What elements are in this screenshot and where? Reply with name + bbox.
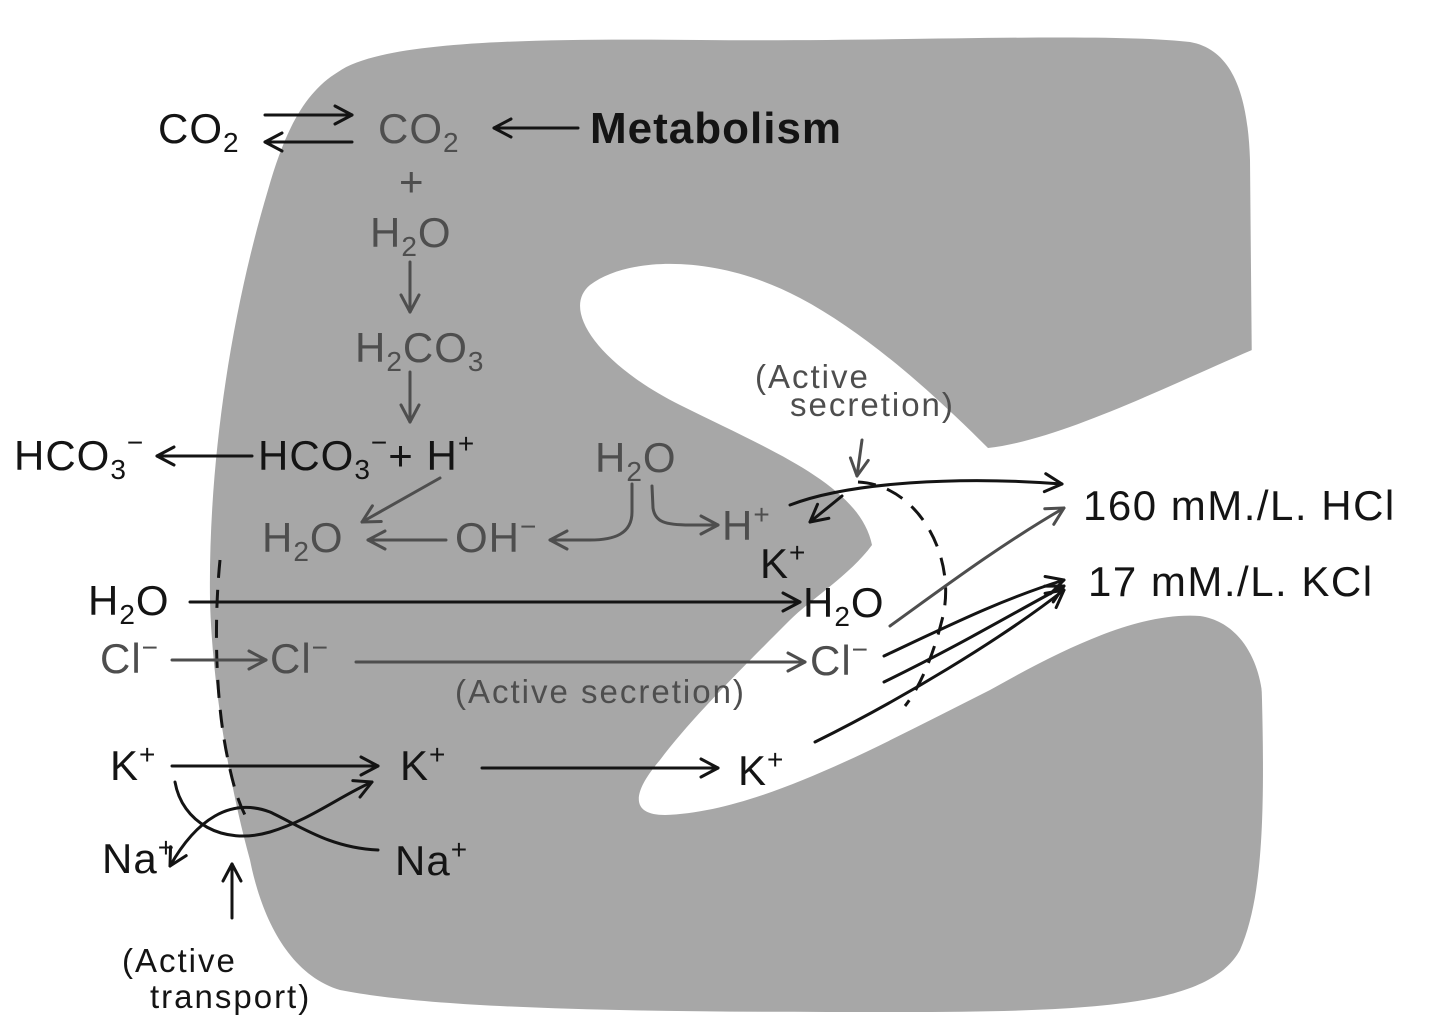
label-k-reabsorbed-base: K [760, 540, 789, 587]
label-co2-outside: CO2 [158, 105, 240, 158]
label-h2o-lumen-h: H [803, 579, 834, 626]
label-h2o-outside-sub: 2 [119, 599, 136, 630]
label-k-cell: K+ [400, 739, 446, 789]
label-co2-cell-sub: 2 [443, 127, 460, 158]
label-cl-outside-base: Cl [100, 635, 142, 682]
label-co2-cell: CO2 [378, 105, 460, 158]
label-h2co3-sub: 2 [386, 346, 403, 377]
label-na-outside-sup: + [158, 832, 175, 863]
label-metabolism: Metabolism [590, 104, 842, 153]
arrow-cl-to-output [882, 574, 1066, 658]
label-h2o-neutralized-sub: 2 [293, 536, 310, 567]
label-h2o-neutralized-o: O [310, 514, 344, 561]
label-hcl-output: 160 mM./L. HCl [1083, 482, 1396, 529]
label-co2-cell-base: CO [378, 105, 443, 152]
label-kcl-output: 17 mM./L. KCl [1088, 558, 1374, 605]
arrow-h-to-h2o [360, 476, 442, 524]
label-h-secreted-sup: + [753, 499, 770, 530]
label-oh-base: OH [455, 514, 520, 561]
label-k-outside: K+ [110, 739, 156, 789]
label-k-reabsorbed: K+ [760, 537, 806, 587]
label-cl-cell: Cl− [270, 632, 329, 682]
label-h2o-outside-h: H [88, 577, 119, 624]
basolateral-membrane-dashed [214, 559, 247, 816]
label-h2o-dissociating: H2O [595, 434, 677, 487]
arrow-active-secretion-pointer [848, 438, 870, 478]
label-h2o-lumen-sub: 2 [834, 601, 851, 632]
label-h2o-dissociating-h: H [595, 434, 626, 481]
label-k-lumen-sup: + [767, 744, 784, 775]
label-hco3-outside-sup: − [127, 427, 144, 458]
label-cl-outside-sup: − [142, 632, 159, 663]
label-h-sup: + [458, 428, 475, 459]
arrow-h-to-hcl [788, 472, 1064, 507]
label-na-outside: Na+ [102, 832, 175, 882]
label-active-secretion-lower: (Active secretion) [455, 673, 746, 710]
label-h2o-reactant: H2O [370, 209, 452, 262]
arrow-h2o-to-oh [548, 482, 634, 551]
label-plus: + [399, 158, 425, 205]
label-oh: OH− [455, 511, 537, 561]
label-active-transport-line1: (Active [122, 942, 237, 979]
arrow-h2o-to-hcl [888, 506, 1066, 628]
label-h2o-outside: H2O [88, 577, 170, 630]
label-co2-outside-sub: 2 [223, 127, 240, 158]
label-hco3-cell-sub: 3 [354, 454, 371, 485]
label-hco3-outside: HCO3− [14, 427, 144, 485]
label-h2o-outside-o: O [136, 577, 170, 624]
label-h2o-reactant-o: O [418, 209, 452, 256]
label-na-cell-base: Na [395, 837, 451, 884]
label-cl-lumen-base: Cl [810, 637, 852, 684]
secretory-membrane-dashed [857, 480, 948, 707]
label-h2co3-h: H [355, 324, 386, 371]
arrow-k-to-kcl [813, 588, 1066, 744]
label-k-cell-base: K [400, 742, 429, 789]
arrow-na-pumped-out [168, 806, 380, 868]
label-h2o-reactant-h: H [370, 209, 401, 256]
label-cl-lumen-sup: − [852, 634, 869, 665]
label-cl-outside: Cl− [100, 632, 159, 682]
label-co2-outside-base: CO [158, 105, 223, 152]
arrow-k-into-cell [808, 494, 844, 524]
label-h2o-lumen-o: O [851, 579, 885, 626]
label-hco3-outside-base: HCO [14, 432, 110, 479]
label-h2o-neutralized: H2O [262, 514, 344, 567]
label-k-outside-sup: + [139, 739, 156, 770]
label-k-reabsorbed-sup: + [789, 537, 806, 568]
label-hco3-cell-base: HCO [258, 432, 354, 479]
label-hco3-outside-sub: 3 [110, 454, 127, 485]
label-cl-cell-sup: − [312, 632, 329, 663]
label-active-secretion-upper-line2: secretion) [790, 386, 955, 423]
label-cl-lumen: Cl− [810, 634, 869, 684]
label-k-outside-base: K [110, 742, 139, 789]
label-k-lumen-base: K [738, 747, 767, 794]
cell-body [209, 37, 1263, 1012]
label-h2o-neutralized-h: H [262, 514, 293, 561]
label-hco3-and-h: HCO3−+ H+ [258, 427, 475, 485]
label-na-outside-base: Na [102, 835, 158, 882]
label-h-secreted: H+ [722, 499, 771, 549]
label-plus-h: + H [388, 432, 458, 479]
label-h2co3: H2CO3 [355, 324, 485, 377]
label-hco3-cell-sup: − [371, 427, 388, 458]
label-h2co3-sub2: 3 [468, 346, 485, 377]
label-cl-cell-base: Cl [270, 635, 312, 682]
label-k-lumen: K+ [738, 744, 784, 794]
arrow-k-pumped-in [173, 779, 374, 838]
label-h2o-dissociating-sub: 2 [626, 456, 643, 487]
label-active-transport-line2: transport) [150, 978, 311, 1015]
label-h2o-reactant-sub: 2 [401, 231, 418, 262]
label-na-cell-sup: + [451, 834, 468, 865]
label-h2co3-co: CO [403, 324, 468, 371]
label-oh-sup: − [520, 511, 537, 542]
label-k-cell-sup: + [429, 739, 446, 770]
label-h2o-lumen: H2O [803, 579, 885, 632]
label-h2o-dissociating-o: O [643, 434, 677, 481]
arrow-h2o-to-h [650, 484, 720, 536]
label-active-secretion-upper-line1: (Active [755, 358, 870, 395]
label-h-secreted-base: H [722, 502, 753, 549]
canaliculus-lumen [580, 263, 1437, 815]
label-na-cell: Na+ [395, 834, 468, 884]
